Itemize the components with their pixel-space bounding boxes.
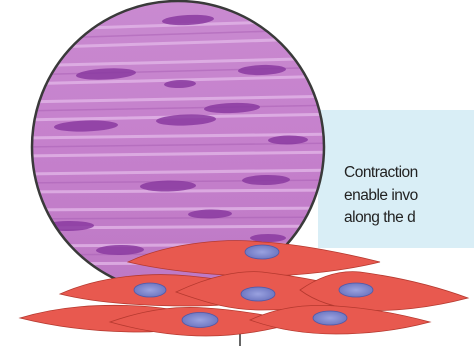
cell-nucleus <box>245 245 279 259</box>
cell-nucleus <box>313 311 347 325</box>
cell-nucleus <box>182 313 218 328</box>
cell-nucleus <box>134 283 166 297</box>
cell-nucleus <box>241 287 275 301</box>
cell-nucleus <box>339 283 373 297</box>
